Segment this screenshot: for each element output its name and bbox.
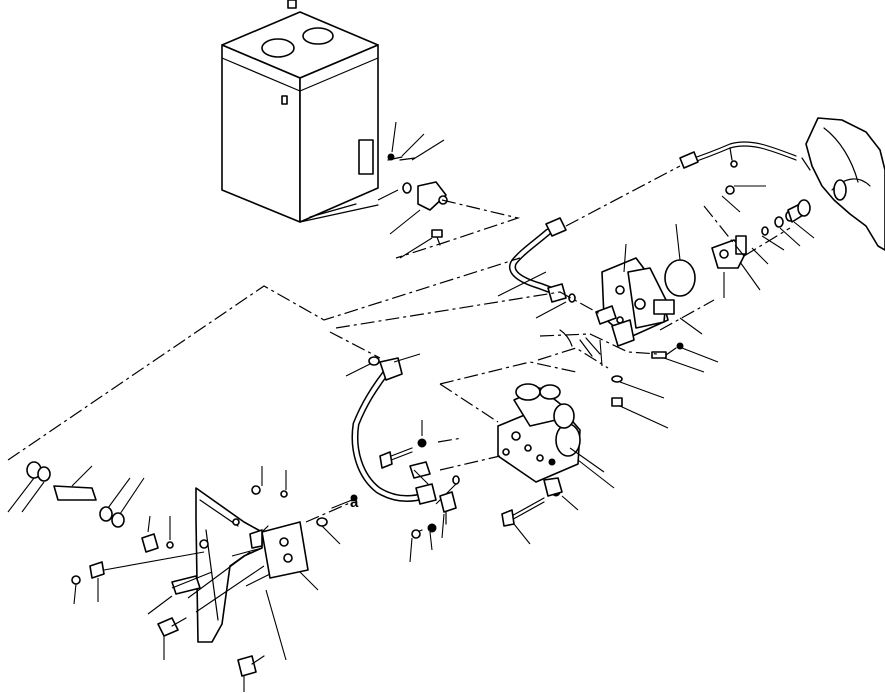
control-valve-bolts: [379, 438, 563, 527]
control-valve: [497, 383, 581, 483]
pipe-spacer: [26, 461, 125, 528]
engine-housing: [801, 117, 885, 251]
tank-outlet-fitting: [387, 153, 448, 246]
long-hose-leaders: [345, 353, 445, 563]
pump-leaders: [599, 185, 815, 429]
connection-callout-a: a: [350, 494, 359, 511]
pedal-bracket: [171, 487, 263, 643]
suction-hose: [497, 217, 576, 319]
routing-lines: [7, 199, 791, 523]
gear-pump-bolts: [559, 329, 684, 407]
long-hose: [351, 356, 457, 539]
pump-flange: [664, 185, 811, 297]
pedal-leaders: [7, 465, 341, 692]
valve-leaders: [413, 420, 615, 545]
pedal-hardware: [71, 485, 358, 677]
tank-leaders: [377, 121, 445, 259]
gear-pump: [595, 257, 675, 347]
pressure-hose: [565, 141, 797, 227]
hydraulic-tank: [221, 0, 379, 223]
pedal-block: [261, 521, 309, 579]
